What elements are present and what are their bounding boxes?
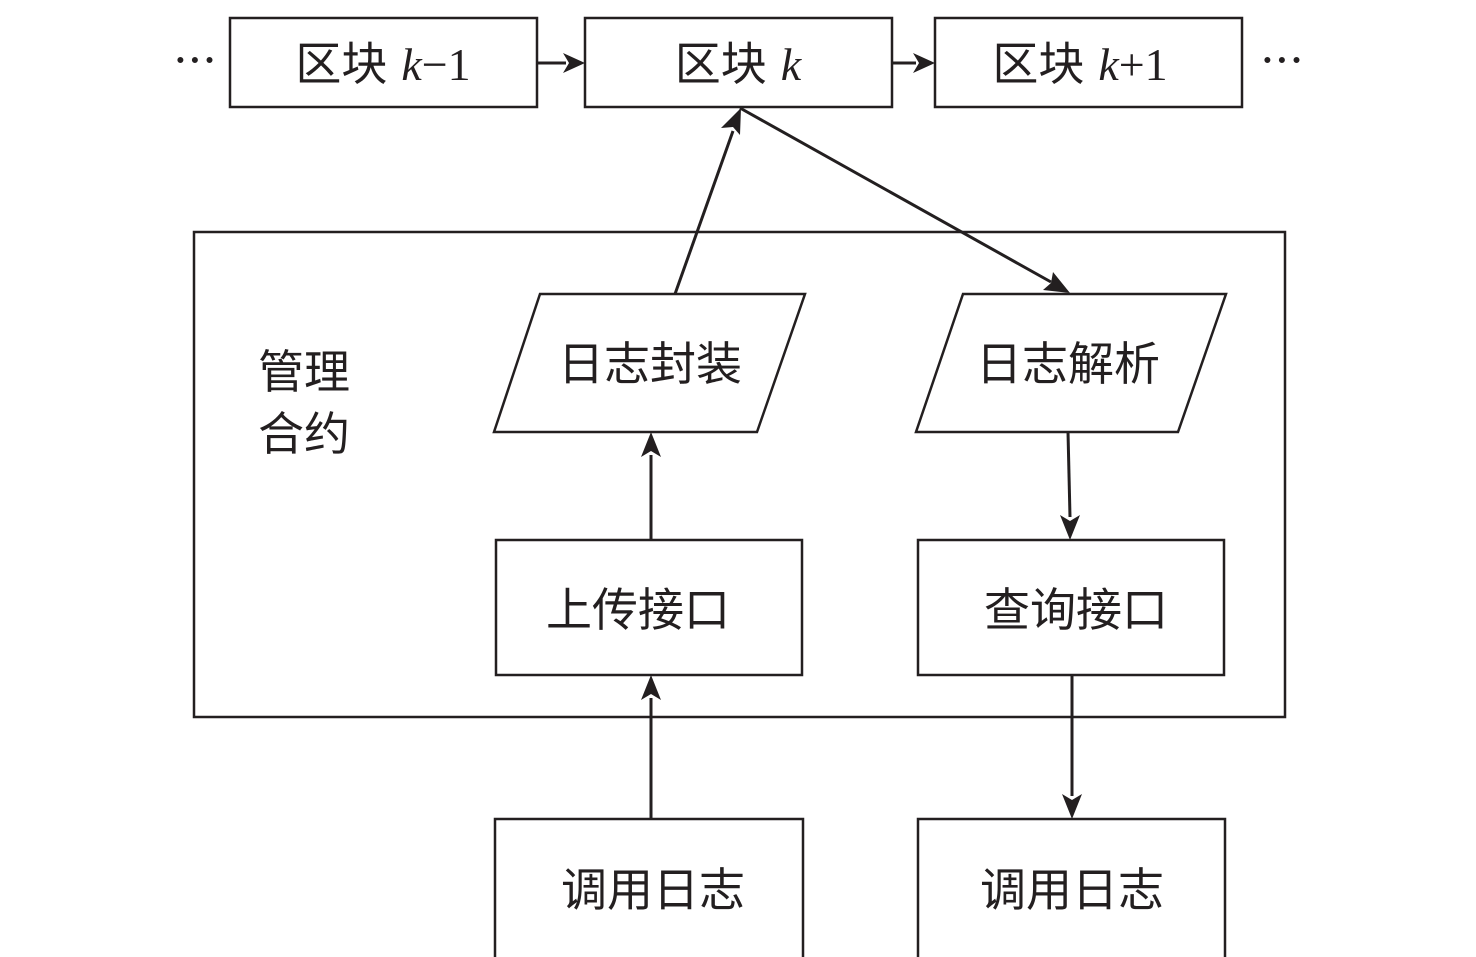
block-k-plus-1-prefix: 区块 — [992, 37, 1084, 91]
arrow-query-to-calllog — [1062, 675, 1082, 819]
block-k-plus-1-label: 区块 k+1 — [992, 37, 1167, 91]
arrow-prev-to-curr — [537, 53, 585, 73]
arrow-block-to-parse — [739, 106, 1070, 293]
block-k-minus-1-label: 区块 k−1 — [295, 37, 470, 91]
block-k-prefix: 区块 — [675, 37, 767, 91]
query-interface-box — [916, 538, 1226, 677]
ellipsis-right: ··· — [1260, 33, 1304, 87]
management-contract-frame — [192, 230, 1287, 719]
log-encapsulate-label: 日志封装 — [558, 337, 742, 391]
call-log-in-label: 调用日志 — [561, 863, 745, 917]
arrow-encapsulate-to-block — [673, 108, 741, 295]
arrow-upload-to-encapsulate — [641, 432, 661, 540]
block-k-minus-1-box — [228, 16, 539, 109]
block-k-plus-1-suffix: +1 — [1119, 39, 1168, 90]
contract-title-line1: 管理 — [258, 345, 350, 399]
call-log-out-label: 调用日志 — [980, 863, 1164, 917]
arrow-calllog-to-upload — [641, 675, 661, 819]
block-k-var: k — [781, 39, 803, 90]
upload-interface-box — [494, 538, 804, 677]
ellipsis-left: ··· — [173, 33, 217, 87]
contract-title-line2: 合约 — [258, 407, 350, 461]
upload-interface-label: 上传接口 — [546, 583, 730, 637]
block-k-plus-1-box — [933, 16, 1244, 109]
block-k-label: 区块 k — [675, 37, 803, 91]
call-log-in-box — [493, 817, 805, 957]
block-k-plus-1-var: k — [1098, 39, 1120, 90]
block-k-minus-1-prefix: 区块 — [295, 37, 387, 91]
block-k-minus-1-suffix: −1 — [422, 39, 471, 90]
arrow-curr-to-next — [892, 53, 935, 73]
block-k-minus-1-var: k — [401, 39, 423, 90]
log-encapsulate-shape — [492, 292, 807, 434]
query-interface-label: 查询接口 — [984, 583, 1168, 637]
block-k-box — [583, 16, 894, 109]
arrow-parse-to-query — [1060, 431, 1080, 540]
call-log-out-box — [916, 817, 1227, 957]
log-parse-label: 日志解析 — [976, 337, 1160, 391]
log-parse-shape — [914, 292, 1228, 434]
